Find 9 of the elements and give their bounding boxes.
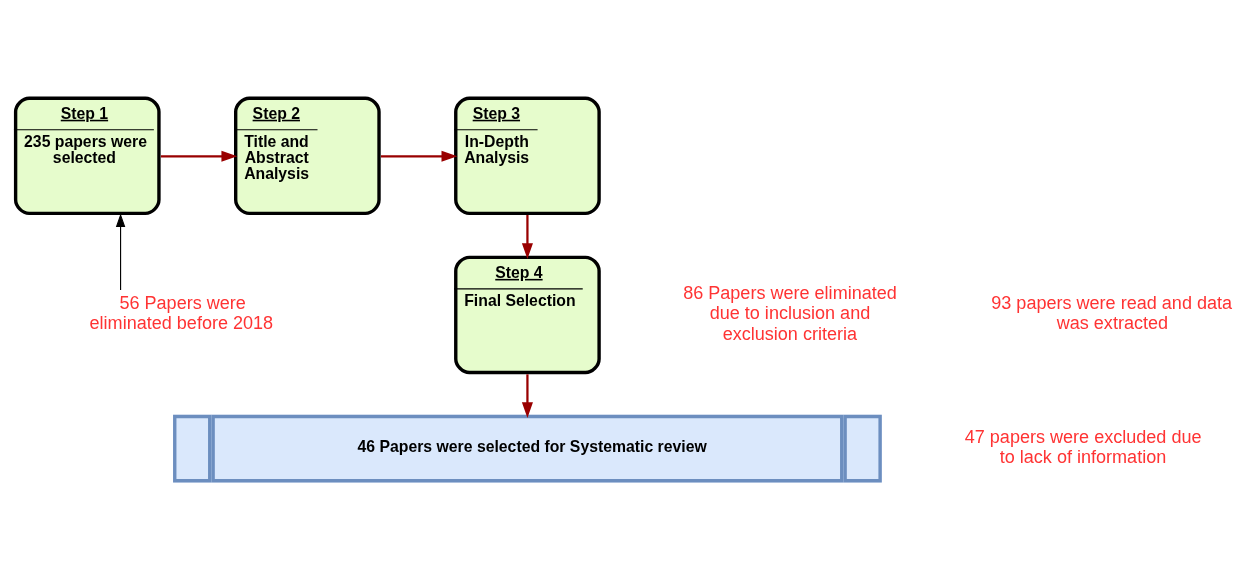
arrow	[521, 374, 533, 419]
arrow	[115, 213, 126, 291]
arrow	[521, 215, 533, 259]
label: 86 Papers were eliminated due to inclusion and exclusion criteria	[683, 282, 897, 344]
label: 93 papers were read and data was extracted	[991, 293, 1233, 334]
arrow	[380, 150, 458, 162]
label: 47 papers were excluded due to lack of information	[964, 426, 1202, 468]
node-text: 56 Papers were eliminated before 2018	[89, 293, 274, 334]
arrow	[160, 150, 238, 162]
